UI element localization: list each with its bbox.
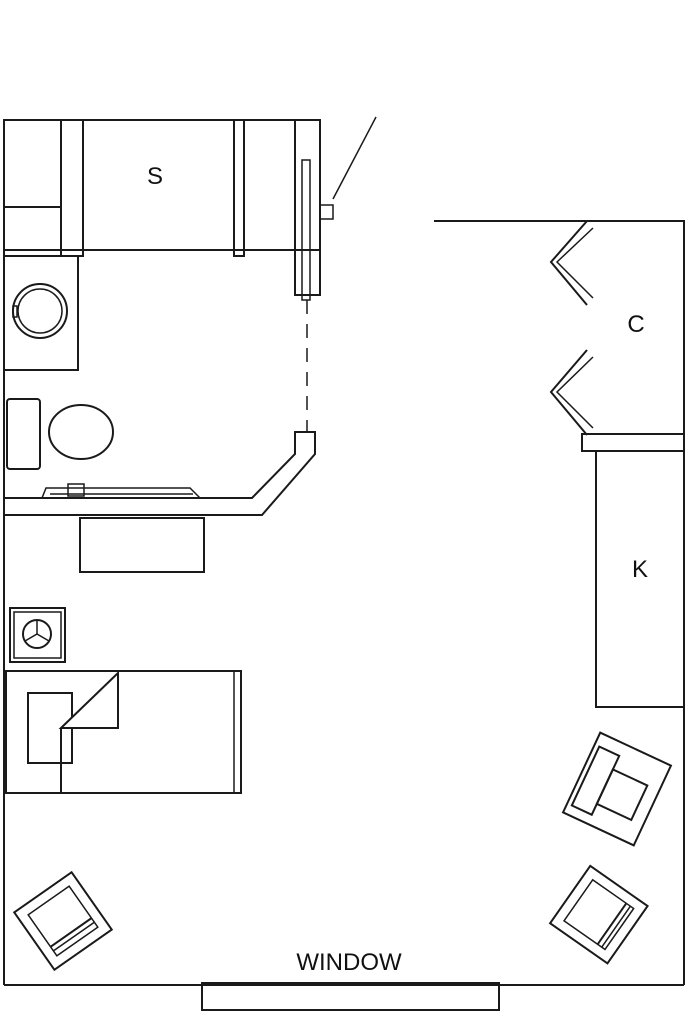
lounge-chair-cushion bbox=[595, 768, 649, 822]
armchair-back-1 bbox=[49, 917, 93, 948]
shower-unit bbox=[3, 119, 321, 301]
nightstand-inner bbox=[13, 611, 62, 659]
door-hinge bbox=[320, 204, 334, 220]
door-swing-line bbox=[332, 116, 377, 200]
window bbox=[201, 982, 500, 1011]
closet bbox=[549, 220, 685, 452]
nightstand-box bbox=[9, 607, 66, 663]
bathroom-door-panel bbox=[301, 159, 311, 301]
washer-handle bbox=[12, 305, 18, 318]
washer-drum-inner bbox=[17, 288, 63, 334]
armchair-back-1 bbox=[596, 902, 628, 945]
armchair-seat bbox=[27, 885, 99, 957]
sink-basin-outer bbox=[41, 487, 201, 499]
bathroom-door-swing bbox=[320, 116, 377, 220]
sink-faucet bbox=[67, 483, 85, 497]
window-frame bbox=[201, 982, 500, 1011]
bed bbox=[5, 670, 242, 794]
closet-label: C bbox=[627, 311, 644, 338]
shower-divider-left bbox=[60, 119, 84, 257]
lamp-spoke-3 bbox=[24, 633, 38, 642]
armchair-seat bbox=[562, 878, 635, 951]
armchair-outer bbox=[548, 864, 649, 965]
kitchenette-counter bbox=[595, 450, 685, 708]
bed-frame bbox=[5, 670, 242, 794]
lounge-chair-outer bbox=[561, 731, 673, 847]
blanket-fold bbox=[58, 670, 119, 729]
bathroom-door-frame bbox=[294, 119, 321, 296]
armchair-back-2 bbox=[52, 921, 95, 952]
armchair-back-2 bbox=[601, 905, 632, 948]
armchair-bottom-right bbox=[548, 864, 649, 965]
shower-label: S bbox=[147, 163, 163, 190]
toilet-tank bbox=[6, 398, 41, 470]
washer-drum-outer bbox=[12, 283, 68, 339]
dresser bbox=[79, 517, 205, 573]
vanity-sink bbox=[41, 483, 201, 499]
armchair-outer bbox=[12, 870, 114, 972]
nightstand bbox=[9, 607, 66, 663]
angled-counter-wall bbox=[4, 431, 316, 516]
closet-bifold-door-lower-outer bbox=[549, 349, 588, 436]
closet-bifold-door-lower-inner bbox=[555, 356, 594, 429]
closet-shelf bbox=[581, 433, 685, 452]
lamp-spoke-2 bbox=[36, 633, 50, 642]
closet-bifold-door-upper-inner bbox=[555, 227, 594, 299]
closet-bifold-door-upper-outer bbox=[549, 220, 588, 306]
washer-unit bbox=[3, 255, 79, 371]
toilet-bowl bbox=[48, 404, 114, 460]
shower-divider-right bbox=[233, 119, 245, 257]
armchair-bottom-left bbox=[12, 870, 114, 972]
window-label: WINDOW bbox=[296, 949, 402, 976]
lounge-chair-right bbox=[561, 731, 673, 847]
kitchenette-label: K bbox=[632, 556, 648, 583]
washer-cabinet bbox=[3, 255, 79, 371]
toilet bbox=[6, 398, 114, 470]
